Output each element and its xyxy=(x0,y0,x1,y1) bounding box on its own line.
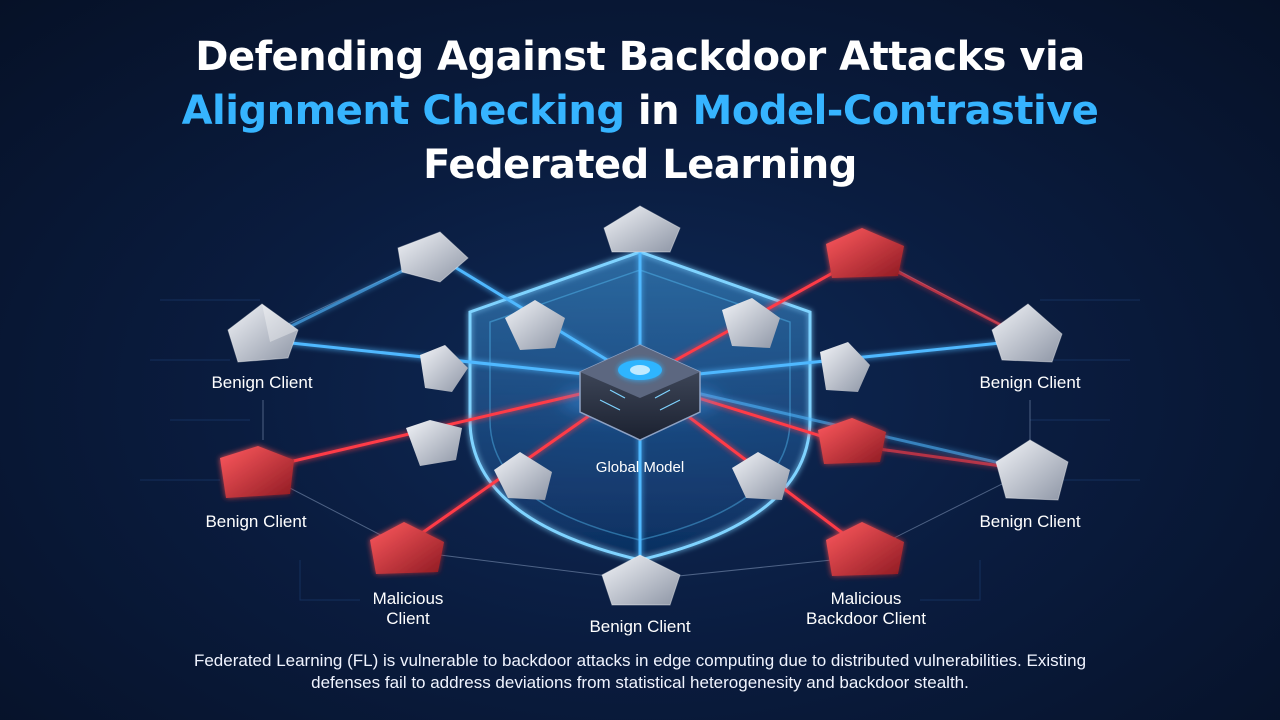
global-model-label: Global Model xyxy=(596,459,684,476)
label-left-bottom-1: Malicious xyxy=(373,589,444,608)
label-left-top: Benign Client xyxy=(211,373,312,392)
inner-node-2 xyxy=(406,420,462,466)
node-top-right-red xyxy=(826,228,904,278)
caption-line-2: defenses fail to address deviations from… xyxy=(311,673,969,692)
node-top-left xyxy=(398,232,468,282)
label-bottom-center: Benign Client xyxy=(589,617,690,636)
node-left-bottom-red xyxy=(370,522,444,574)
node-right-top xyxy=(992,304,1062,362)
node-left-top xyxy=(228,304,298,362)
inner-node-1 xyxy=(420,345,468,392)
node-bottom-center xyxy=(602,555,680,605)
node-right-mid xyxy=(996,440,1068,500)
label-left-bottom-2: Client xyxy=(386,609,430,628)
caption-line-1: Federated Learning (FL) is vulnerable to… xyxy=(194,651,1086,670)
caption: Federated Learning (FL) is vulnerable to… xyxy=(90,650,1190,694)
node-left-mid-red xyxy=(220,446,294,498)
node-top-center xyxy=(604,206,680,252)
label-right-bottom-2: Backdoor Client xyxy=(806,609,926,628)
label-left-mid: Benign Client xyxy=(205,512,306,531)
inner-node-6 xyxy=(820,342,870,392)
label-right-mid: Benign Client xyxy=(979,512,1080,531)
label-right-top: Benign Client xyxy=(979,373,1080,392)
label-right-bottom-1: Malicious xyxy=(831,589,902,608)
